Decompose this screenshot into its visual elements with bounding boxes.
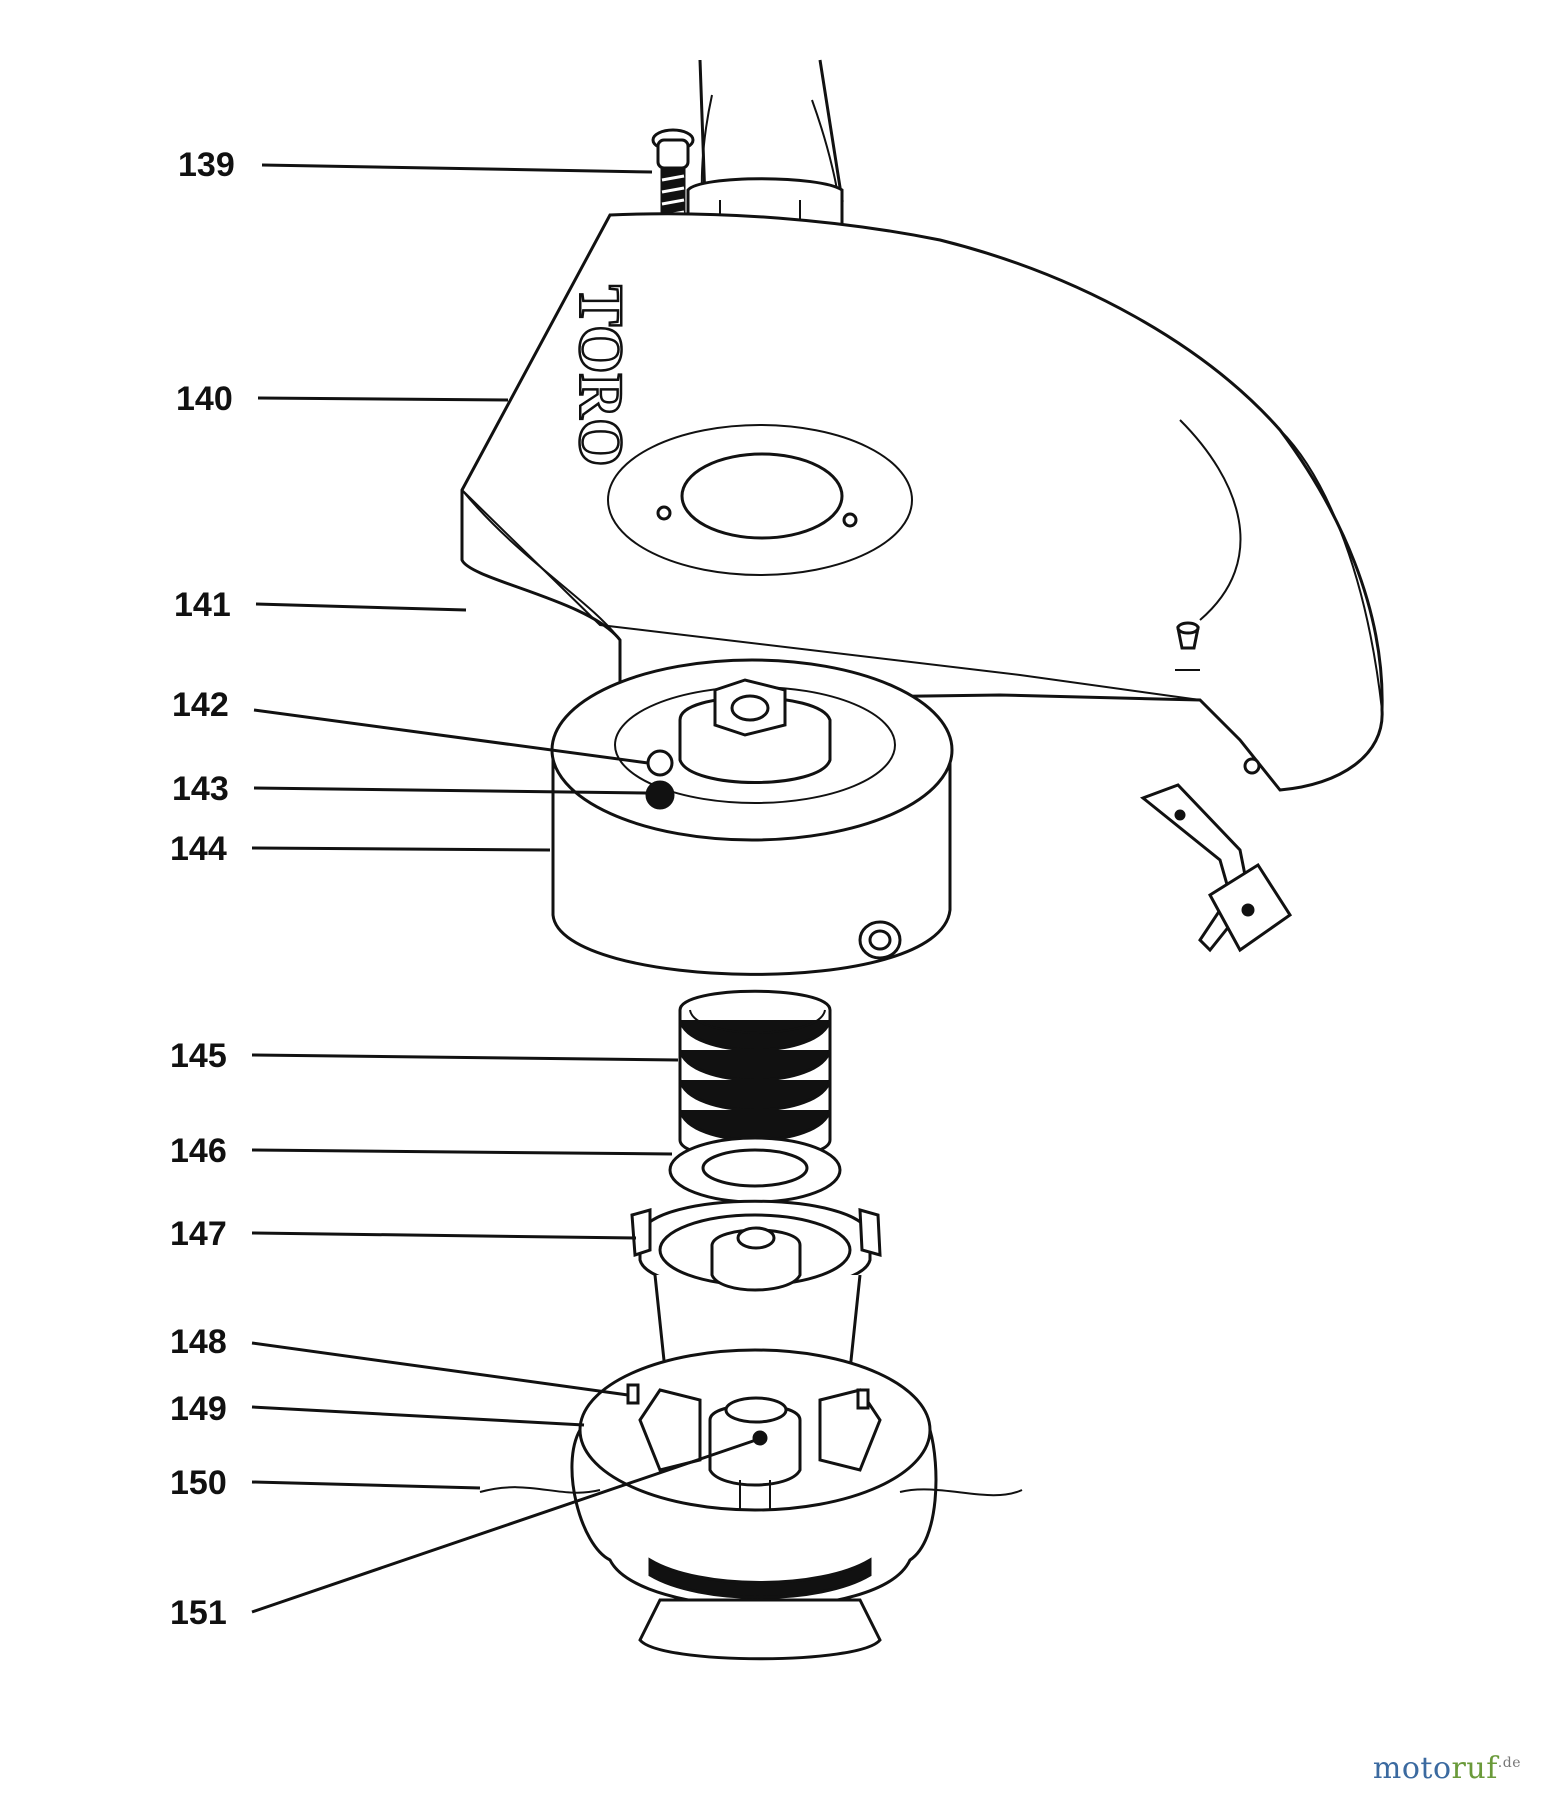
screw-139 <box>651 128 695 224</box>
callout-labels: 139 140 141 142 143 144 145 146 147 148 … <box>170 146 235 1632</box>
callout-150: 150 <box>170 1464 227 1502</box>
leader-149 <box>251 1405 585 1427</box>
watermark-suffix: .de <box>1497 1755 1521 1771</box>
trimmer-guard <box>460 212 1384 792</box>
deflector-bracket <box>1140 783 1293 953</box>
leader-145 <box>251 1053 679 1062</box>
callout-145: 145 <box>170 1037 227 1075</box>
leader-147 <box>251 1231 637 1240</box>
leader-150 <box>251 1480 481 1490</box>
leader-143 <box>253 786 647 795</box>
callout-139: 139 <box>178 146 235 184</box>
washer <box>668 1136 842 1204</box>
spring <box>678 989 832 1161</box>
watermark: motoruf.de <box>1373 1751 1521 1786</box>
callout-140: 140 <box>176 380 233 418</box>
callout-147: 147 <box>170 1215 227 1253</box>
leader-141 <box>255 602 467 612</box>
callout-149: 149 <box>170 1390 227 1428</box>
callout-143: 143 <box>172 770 229 808</box>
guard-brand-lettering: TORO <box>566 285 634 466</box>
leader-140 <box>257 396 509 402</box>
watermark-part2: ruf <box>1451 1751 1498 1786</box>
leader-139 <box>261 163 653 174</box>
trimmer-line <box>479 1486 1023 1497</box>
callout-146: 146 <box>170 1132 227 1170</box>
callout-151: 151 <box>170 1594 227 1632</box>
leader-142 <box>253 708 649 765</box>
callout-141: 141 <box>174 586 231 624</box>
watermark-part1: moto <box>1372 1751 1452 1786</box>
leader-lines <box>251 163 757 1614</box>
callout-142: 142 <box>172 686 229 724</box>
spool-housing <box>550 658 954 976</box>
callout-144: 144 <box>170 830 227 868</box>
leader-148 <box>251 1341 629 1397</box>
callout-148: 148 <box>170 1323 227 1361</box>
leader-144 <box>251 846 551 852</box>
leader-146 <box>251 1148 673 1156</box>
leader-151 <box>251 1438 757 1614</box>
